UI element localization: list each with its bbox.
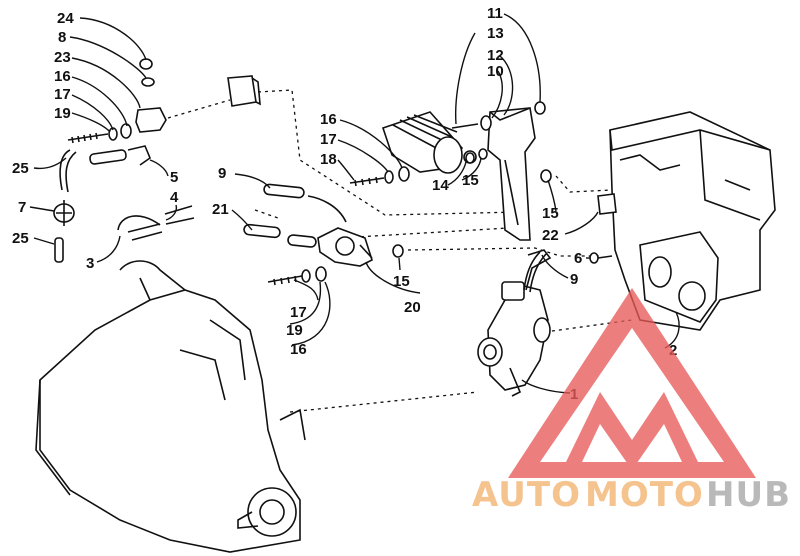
callout-23: 23 bbox=[54, 49, 71, 66]
callout-10: 10 bbox=[487, 63, 504, 80]
callout-15: 15 bbox=[393, 273, 410, 290]
relay-box bbox=[227, 75, 261, 107]
airbox bbox=[609, 111, 776, 331]
callout-9: 9 bbox=[570, 271, 578, 288]
watermark-text-hub: HUB bbox=[706, 475, 791, 515]
callout-17: 17 bbox=[54, 86, 71, 103]
callout-21: 21 bbox=[212, 201, 229, 218]
callout-5: 5 bbox=[170, 169, 178, 186]
callout-12: 12 bbox=[487, 47, 504, 64]
watermark-text-moto: MOTO bbox=[585, 475, 704, 515]
fuel-pump bbox=[317, 227, 373, 267]
callout-6: 6 bbox=[574, 250, 582, 267]
watermark-inner-m-icon bbox=[566, 392, 698, 470]
mounting-bracket bbox=[487, 107, 536, 241]
starter-solenoid bbox=[381, 111, 477, 174]
watermark-text: AUTO MOTO HUB bbox=[472, 475, 791, 515]
callout-16: 16 bbox=[290, 341, 307, 358]
callout-2: 2 bbox=[669, 342, 677, 359]
callout-20: 20 bbox=[404, 299, 421, 316]
callout-4: 4 bbox=[170, 189, 179, 206]
watermark-text-auto: AUTO bbox=[472, 475, 581, 515]
callout-17: 17 bbox=[290, 304, 307, 321]
callout-19: 19 bbox=[286, 322, 303, 339]
callout-15: 15 bbox=[462, 172, 479, 189]
engine-block bbox=[35, 260, 306, 553]
callout-9: 9 bbox=[218, 165, 226, 182]
carburetor bbox=[477, 249, 552, 397]
watermark-logo bbox=[508, 288, 756, 478]
callout-22: 22 bbox=[542, 227, 559, 244]
callout-16: 16 bbox=[54, 68, 71, 85]
callout-numbers: 24 8 23 16 17 19 25 7 25 3 4 5 9 21 16 1… bbox=[12, 5, 677, 403]
callout-7: 7 bbox=[18, 199, 26, 216]
callout-17: 17 bbox=[320, 131, 337, 148]
callout-24: 24 bbox=[57, 10, 74, 27]
hardware bbox=[53, 58, 617, 293]
callout-18: 18 bbox=[320, 151, 337, 168]
callout-25: 25 bbox=[12, 230, 29, 247]
callout-16: 16 bbox=[320, 111, 337, 128]
callout-15: 15 bbox=[542, 205, 559, 222]
callout-14: 14 bbox=[432, 177, 449, 194]
callout-3: 3 bbox=[86, 255, 94, 272]
callout-25: 25 bbox=[12, 160, 29, 177]
reference-lines bbox=[167, 89, 633, 413]
callout-8: 8 bbox=[58, 29, 66, 46]
leader-lines bbox=[29, 13, 680, 394]
callout-13: 13 bbox=[487, 25, 504, 42]
callout-11: 11 bbox=[487, 5, 503, 22]
callout-19: 19 bbox=[54, 105, 71, 122]
watermark-triangle-icon bbox=[508, 288, 756, 478]
